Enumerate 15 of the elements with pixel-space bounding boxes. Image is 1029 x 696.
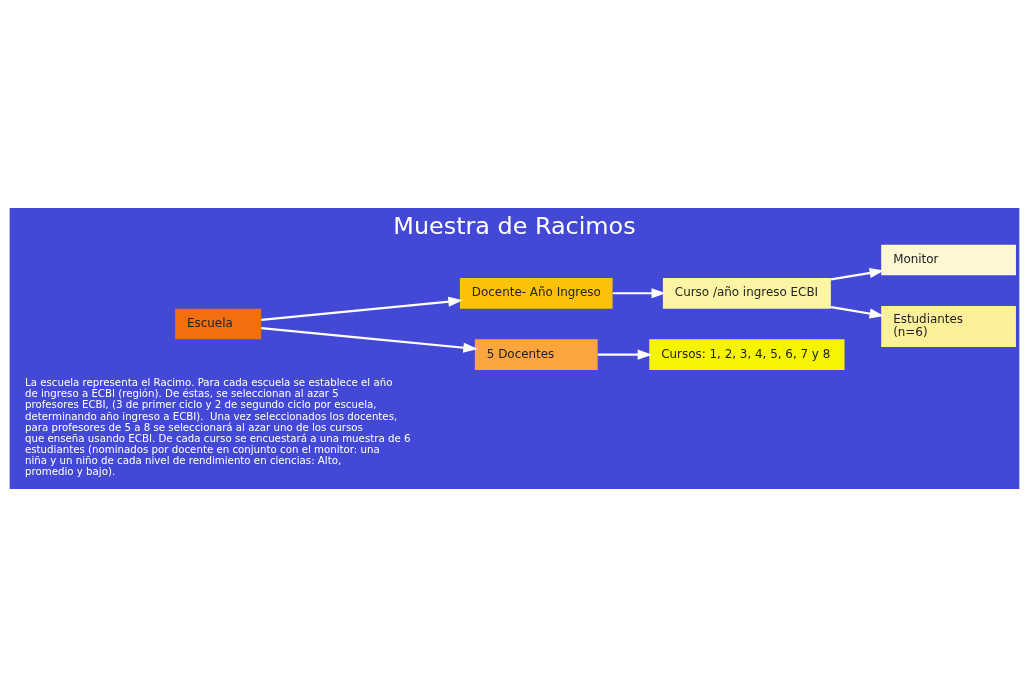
label: La escuela representa el Racimo. Para cada escuela se establece el año de ingreso a ECBI (región). De éstas, se seleccionan al azar 5 profesores ECBI, (3 de primer ciclo y 2 de segundo ciclo por escuela, determinando año ingreso a ECBI). Una vez seleccionados los docentes, para profesores de 5 a 8 se seleccionará al azar uno de los cursos que enseña usando ECBI. De cada curso se encuestará a una muestra de 6 estudiantes (nominados por docente en conjunto con el monitor: una niña y un niño de cada nivel de rendimiento en ciencias: Alto, promedio y bajo). (24, 376, 411, 477)
arrow (830, 305, 885, 319)
arrow (261, 326, 478, 353)
node-box: Estudiantes (n=6) (881, 305, 1016, 347)
node-box: Cursos: 1, 2, 3, 4, 5, 6, 7 y 8 (649, 338, 845, 370)
arrow (597, 349, 653, 360)
node-box: Docente- Año Ingreso (459, 277, 613, 309)
node-box: Monitor (881, 244, 1016, 275)
diagram-title: Muestra de Racimos (393, 211, 636, 240)
node-box: 5 Docentes (474, 338, 598, 370)
node-box: Curso /año ingreso ECBI (662, 277, 831, 309)
arrow (612, 287, 666, 298)
arrow (261, 296, 463, 321)
arrow (830, 267, 885, 280)
node-box: Escuela (175, 308, 262, 339)
